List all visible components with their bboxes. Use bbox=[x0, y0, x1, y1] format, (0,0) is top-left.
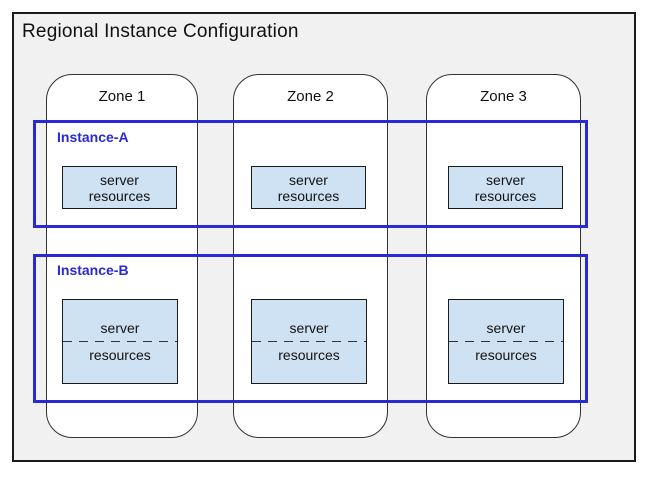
server-box-line2: resources bbox=[475, 347, 537, 363]
server-box-line2: resources bbox=[277, 187, 340, 204]
server-resources-box-a-zone1: server resources bbox=[62, 166, 177, 209]
server-box-line2: resources bbox=[474, 187, 537, 204]
server-box-line2: resources bbox=[89, 347, 151, 363]
zone-3-label: Zone 3 bbox=[480, 88, 527, 105]
zone-1-label: Zone 1 bbox=[98, 88, 146, 105]
diagram-title: Regional Instance Configuration bbox=[22, 21, 299, 42]
server-box-line1: server bbox=[289, 171, 328, 188]
zone-2-label: Zone 2 bbox=[287, 88, 334, 105]
instance-b-boundary bbox=[33, 254, 588, 403]
server-box-line1: server bbox=[289, 320, 329, 336]
server-box-line1: server bbox=[100, 171, 139, 188]
server-resources-box-a-zone2: server resources bbox=[251, 166, 366, 209]
server-box-line1: server bbox=[486, 320, 526, 336]
server-resources-box-b-zone2: server resources bbox=[251, 299, 367, 384]
dashed-divider bbox=[252, 341, 366, 342]
server-box-line2: resources bbox=[88, 187, 151, 204]
server-resources-box-a-zone3: server resources bbox=[448, 166, 563, 209]
server-box-line1: server bbox=[486, 171, 525, 188]
instance-a-boundary bbox=[33, 120, 588, 228]
server-resources-box-b-zone1: server resources bbox=[62, 299, 178, 384]
instance-b-label: Instance-B bbox=[57, 262, 129, 278]
dashed-divider bbox=[63, 341, 177, 342]
instance-a-label: Instance-A bbox=[57, 129, 129, 145]
server-box-line1: server bbox=[100, 320, 140, 336]
server-resources-box-b-zone3: server resources bbox=[448, 299, 564, 384]
dashed-divider bbox=[449, 341, 563, 342]
server-box-line2: resources bbox=[278, 347, 340, 363]
